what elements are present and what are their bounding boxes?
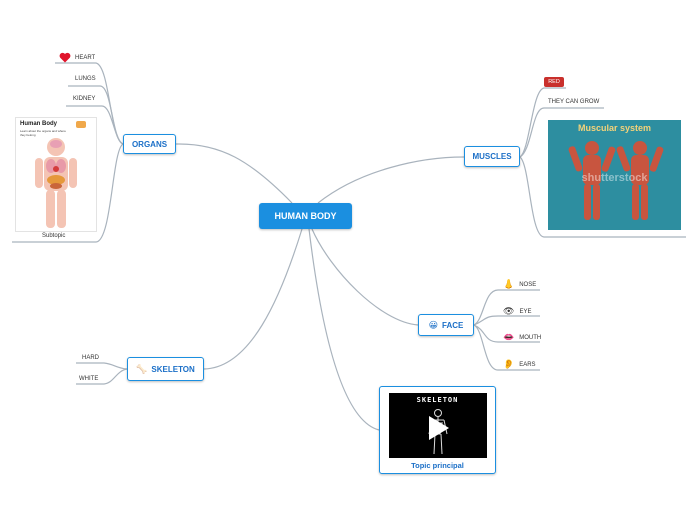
subtopic-lungs-label: LUNGS (75, 76, 96, 82)
subtopic-kidney-label: KIDNEY (73, 96, 96, 102)
topic-video-label: Topic principal (411, 461, 464, 470)
subtopic-lungs[interactable]: LUNGS (75, 76, 96, 82)
subtopic-red-badge[interactable]: RED (544, 77, 564, 87)
organs-poster-subtitle: Learn about the organs and where they be… (20, 129, 66, 137)
organs-poster-logo (76, 121, 86, 128)
mouth-icon: 👄 (503, 332, 515, 342)
subtopic-kidney[interactable]: KIDNEY (73, 96, 95, 102)
muscular-poster-title: Muscular system (577, 123, 652, 133)
subtopic-nose[interactable]: 👃 NOSE (503, 280, 536, 289)
subtopic-they-can-grow-label: THEY CAN GROW (548, 99, 600, 105)
subtopic-mouth-label: MOUTH (519, 334, 542, 341)
topic-skeleton[interactable]: 🦴 SKELETON (127, 357, 204, 381)
subtopic-ears[interactable]: 👂 EARS (503, 360, 536, 369)
play-icon[interactable] (426, 415, 450, 441)
topic-muscles[interactable]: MUSCLES (464, 146, 520, 167)
organs-poster-image: Human Body Learn about the organs and wh… (15, 117, 97, 232)
human-body-figure (35, 138, 77, 228)
subtopic-hard-label: HARD (82, 355, 100, 361)
organs-poster-title: Human Body (20, 121, 58, 127)
subtopic-eye-label: EYE (519, 308, 532, 315)
topic-face-label: FACE (442, 320, 464, 330)
central-topic-label: HUMAN BODY (274, 211, 337, 221)
smile-icon: 😀 (428, 319, 439, 330)
video-thumbnail-title: SKELETON (416, 396, 459, 404)
subtopic-white[interactable]: WHITE (79, 376, 98, 382)
muscle-figures (568, 141, 664, 220)
subtopic-white-label: WHITE (79, 376, 99, 382)
central-topic[interactable]: HUMAN BODY (259, 203, 352, 229)
subtopic-red-label: RED (548, 79, 560, 85)
subtopic-they-can-grow[interactable]: THEY CAN GROW (548, 99, 599, 105)
muscular-system-poster: Muscular system shutterstock (548, 120, 681, 230)
subtopic-eye[interactable]: 👁 EYE (503, 307, 531, 316)
subtopic-heart[interactable]: HEART (59, 52, 95, 63)
topic-face[interactable]: 😀 FACE (418, 314, 474, 336)
subtopic-heart-label: HEART (75, 54, 96, 61)
subtopic-poster-caption[interactable]: Subtopic (42, 233, 65, 239)
topic-video-card[interactable]: SKELETON Topic principal (379, 386, 496, 474)
topic-muscles-label: MUSCLES (472, 152, 512, 161)
subtopic-mouth[interactable]: 👄 MOUTH (503, 333, 541, 342)
poster-watermark: shutterstock (581, 172, 648, 184)
subtopic-ears-label: EARS (519, 361, 536, 368)
eye-icon: 👁 (503, 306, 515, 316)
topic-organs[interactable]: ORGANS (123, 134, 176, 154)
subtopic-nose-label: NOSE (519, 281, 537, 288)
subtopic-poster-caption-label: Subtopic (42, 233, 66, 239)
video-thumbnail[interactable]: SKELETON (388, 393, 487, 458)
ear-icon: 👂 (503, 359, 515, 369)
heart-icon (59, 52, 71, 63)
subtopic-hard[interactable]: HARD (82, 355, 99, 361)
nose-icon: 👃 (503, 279, 515, 289)
topic-organs-label: ORGANS (131, 139, 168, 149)
topic-skeleton-label: SKELETON (151, 364, 195, 374)
bone-icon: 🦴 (136, 363, 148, 374)
